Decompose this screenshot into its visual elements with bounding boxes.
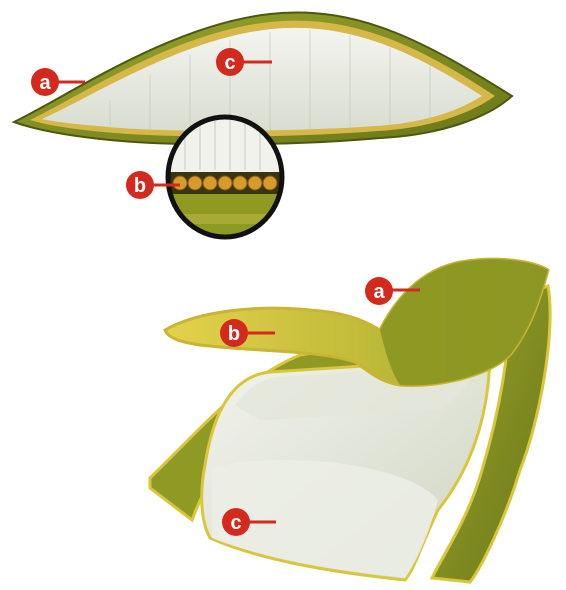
label-c-cutaway-text: c (230, 512, 241, 534)
label-c-text: c (224, 52, 235, 74)
label-b-text: b (134, 175, 146, 197)
leaf-cutaway-3d (150, 259, 550, 582)
label-a-cutaway-text: a (373, 281, 385, 303)
label-a-text: a (39, 72, 51, 94)
magnified-detail (165, 115, 285, 240)
leaf-cross-section (14, 12, 512, 144)
label-b-cutaway-text: b (228, 323, 240, 345)
